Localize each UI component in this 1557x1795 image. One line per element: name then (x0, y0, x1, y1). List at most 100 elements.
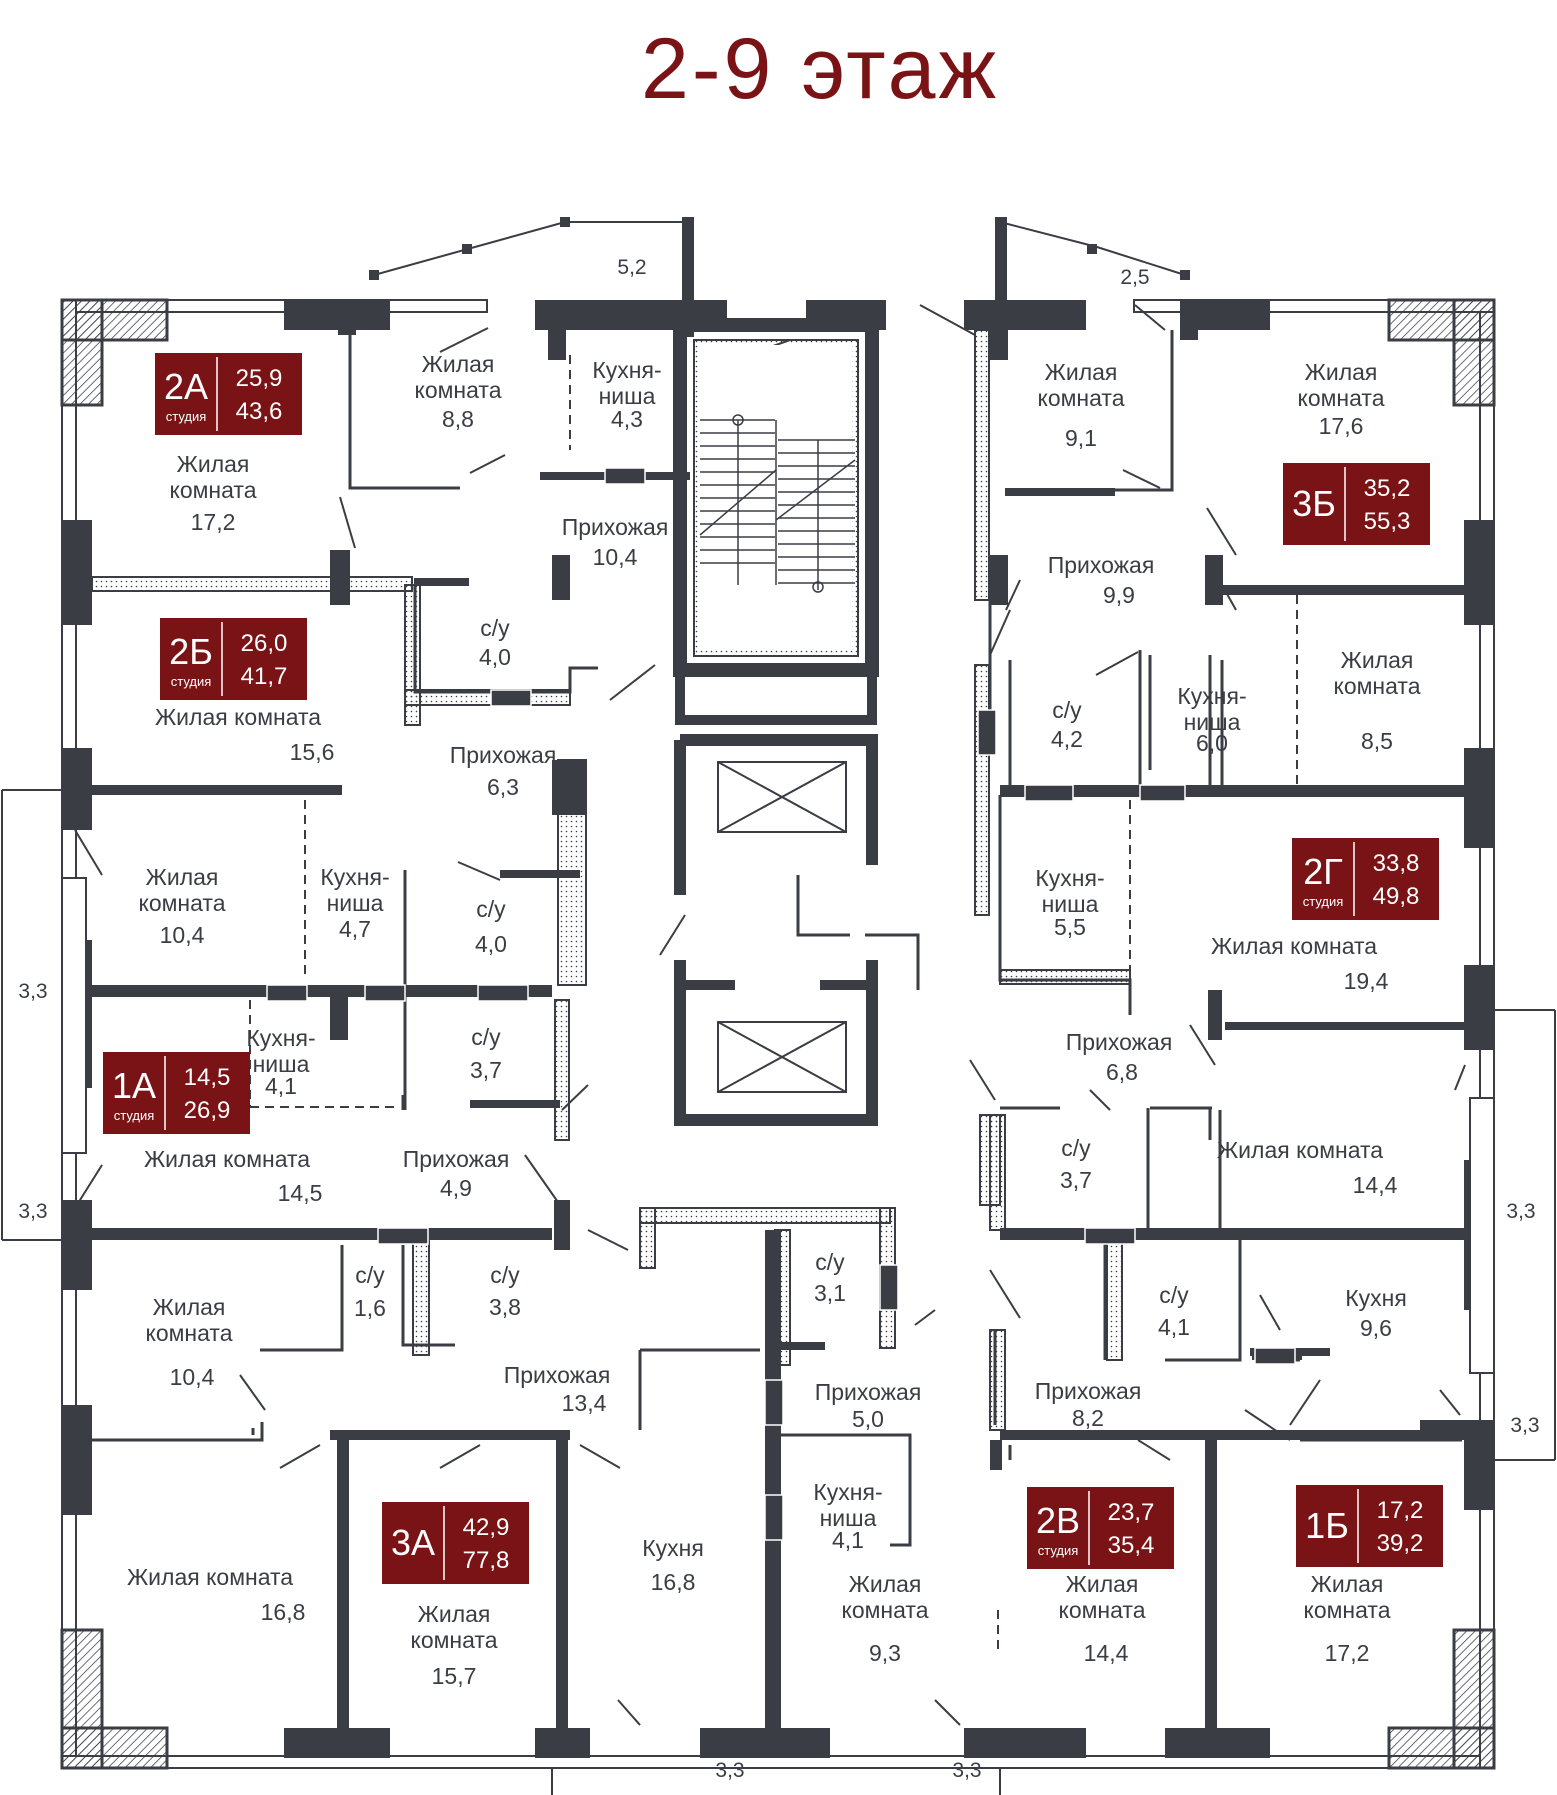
badge-sub: студия (1303, 894, 1344, 909)
dim-balcony-top-right: 2,5 (1120, 266, 1149, 289)
room-name: Прихожая (815, 1379, 922, 1405)
badge-living-area: 23,7 (1108, 1499, 1155, 1526)
badge-total-area: 77,8 (463, 1547, 510, 1574)
badge-code: 3Б (1292, 483, 1336, 524)
room-name: с/у (355, 1262, 385, 1288)
room-area: 14,4 (1084, 1640, 1129, 1666)
room-area: 16,8 (261, 1599, 306, 1625)
room-area: 6,0 (1196, 730, 1228, 756)
room-name: ниша (820, 1505, 877, 1531)
room-15: с/у3,8 (489, 1262, 521, 1320)
room-labels: Жилаякомната8,8Кухня-ниша4,3Жилаякомната… (127, 351, 1421, 1689)
badge-living-area: 17,2 (1377, 1497, 1424, 1524)
room-21: с/у3,1 (814, 1249, 846, 1306)
room-14: с/у1,6 (354, 1262, 386, 1321)
room-area: 14,4 (1353, 1172, 1398, 1198)
room-area: 4,9 (440, 1175, 472, 1201)
badge-bg (155, 353, 302, 435)
badge-total-area: 26,9 (184, 1097, 231, 1124)
badge-total-area: 55,3 (1364, 508, 1411, 535)
room-area: 8,5 (1361, 728, 1393, 754)
room-name: с/у (1061, 1135, 1091, 1161)
room-area: 3,8 (489, 1294, 521, 1320)
room-area: 9,9 (1103, 582, 1135, 608)
badge-sub: студия (114, 1108, 155, 1123)
room-name: Жилая (1341, 647, 1414, 673)
room-area: 10,4 (160, 922, 205, 948)
room-name: комната (1298, 385, 1385, 411)
room-name: Жилая комната (144, 1146, 310, 1172)
badge-bg (1027, 1487, 1174, 1569)
room-name: комната (411, 1627, 498, 1653)
room-name: комната (139, 890, 226, 916)
room-name: комната (842, 1597, 929, 1623)
dim-balcony-right-lower: 3,3 (1510, 1414, 1539, 1437)
room-area: 4,1 (832, 1527, 864, 1553)
room-name: комната (170, 477, 257, 503)
room-area: 3,7 (470, 1057, 502, 1083)
vents (266, 467, 1296, 1541)
room-name: с/у (476, 896, 506, 922)
room-area: 16,8 (651, 1569, 696, 1595)
room-area: 9,3 (869, 1640, 901, 1666)
badge-bg (382, 1502, 529, 1584)
badge-bg (1283, 463, 1430, 545)
dim-balcony-bottom-right: 3,3 (952, 1759, 981, 1782)
badge-living-area: 25,9 (236, 365, 283, 392)
badge-total-area: 49,8 (1373, 883, 1420, 910)
badge-code: 1А (112, 1065, 156, 1106)
room-area: 4,2 (1051, 726, 1083, 752)
room-28: с/у4,2 (1051, 697, 1083, 752)
room-area: 15,6 (290, 739, 335, 765)
room-name: ниша (1184, 709, 1241, 735)
room-13: Прихожая 4,9 (403, 1146, 510, 1201)
badge-bg (103, 1052, 250, 1134)
room-area: 4,3 (611, 406, 643, 432)
balcony-markers (369, 217, 1190, 337)
stairs (699, 414, 856, 593)
room-34: с/у 3,7 (1060, 1135, 1092, 1193)
room-area: 3,7 (1060, 1167, 1092, 1193)
floor-title: 2-9 этаж (641, 21, 999, 117)
badge-living-area: 14,5 (184, 1064, 231, 1091)
badge-bg (1292, 838, 1439, 920)
room-name: Жилая (1311, 1571, 1384, 1597)
room-area: 10,4 (170, 1364, 215, 1390)
room-name: Прихожая (403, 1146, 510, 1172)
room-name: комната (1059, 1597, 1146, 1623)
room-area: 8,2 (1072, 1405, 1104, 1431)
badge-living-area: 26,0 (241, 630, 288, 657)
room-area: 6,3 (487, 774, 519, 800)
room-area: 4,1 (265, 1073, 297, 1099)
room-name: Жилая (1066, 1571, 1139, 1597)
badge-code: 2Г (1303, 851, 1343, 892)
room-name: Прихожая (1048, 552, 1155, 578)
badge-code: 2А (164, 366, 208, 407)
badge-bg (1296, 1485, 1443, 1567)
room-area: 10,4 (593, 544, 638, 570)
room-name: с/у (480, 615, 510, 641)
apartment-badges: 2Астудия25,943,62Бстудия26,041,71Астудия… (103, 353, 1443, 1584)
room-name: Прихожая (562, 514, 669, 540)
room-area: 13,4 (562, 1390, 607, 1416)
room-area: 5,0 (852, 1406, 884, 1432)
badge-sub: студия (171, 674, 212, 689)
